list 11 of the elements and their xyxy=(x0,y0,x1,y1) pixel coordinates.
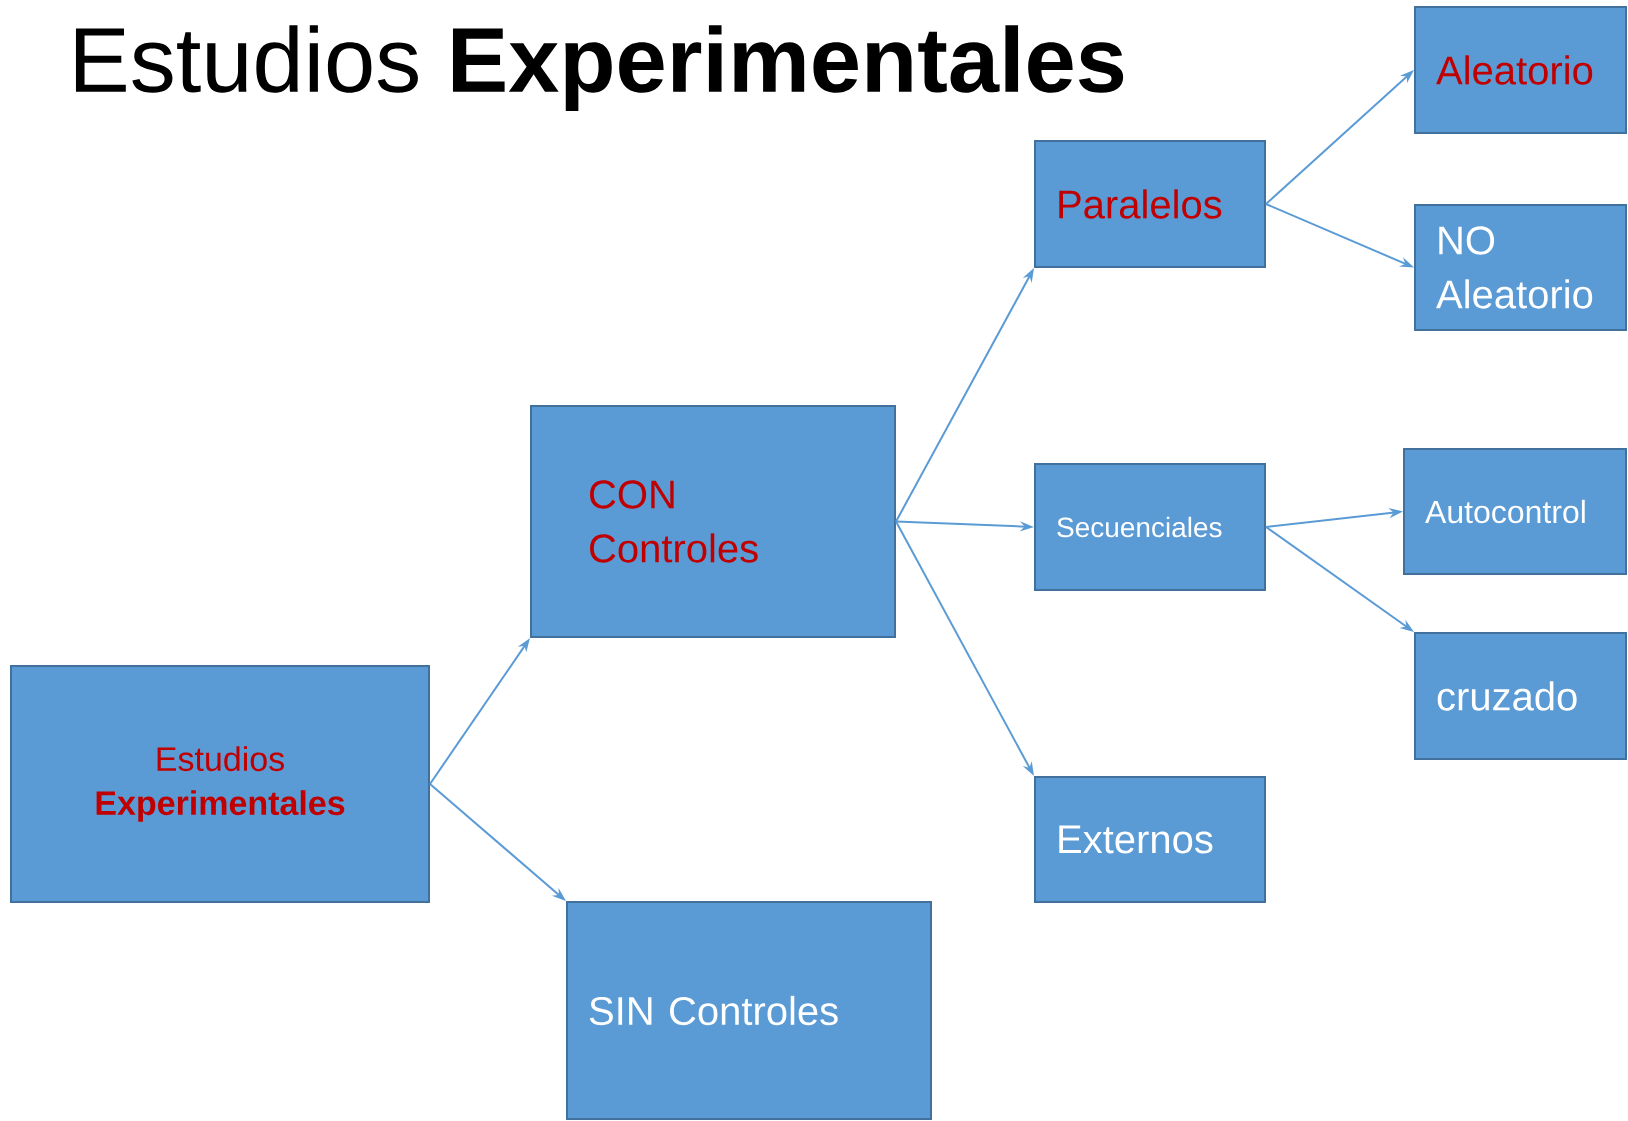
box: NO Aleatorio xyxy=(1414,204,1627,331)
box: SIN Controles xyxy=(566,901,932,1120)
box: CON Controles xyxy=(530,405,896,638)
box: Aleatorio xyxy=(1414,6,1627,134)
box: cruzado xyxy=(1414,632,1627,760)
title: Estudios Experimentales xyxy=(75,25,1124,111)
box: Estudios Experimentales xyxy=(10,665,430,903)
box: Autocontrol xyxy=(1403,448,1627,575)
box: Externos xyxy=(1034,776,1266,903)
box: Paralelos xyxy=(1034,140,1266,268)
box: Secuenciales xyxy=(1034,463,1266,591)
